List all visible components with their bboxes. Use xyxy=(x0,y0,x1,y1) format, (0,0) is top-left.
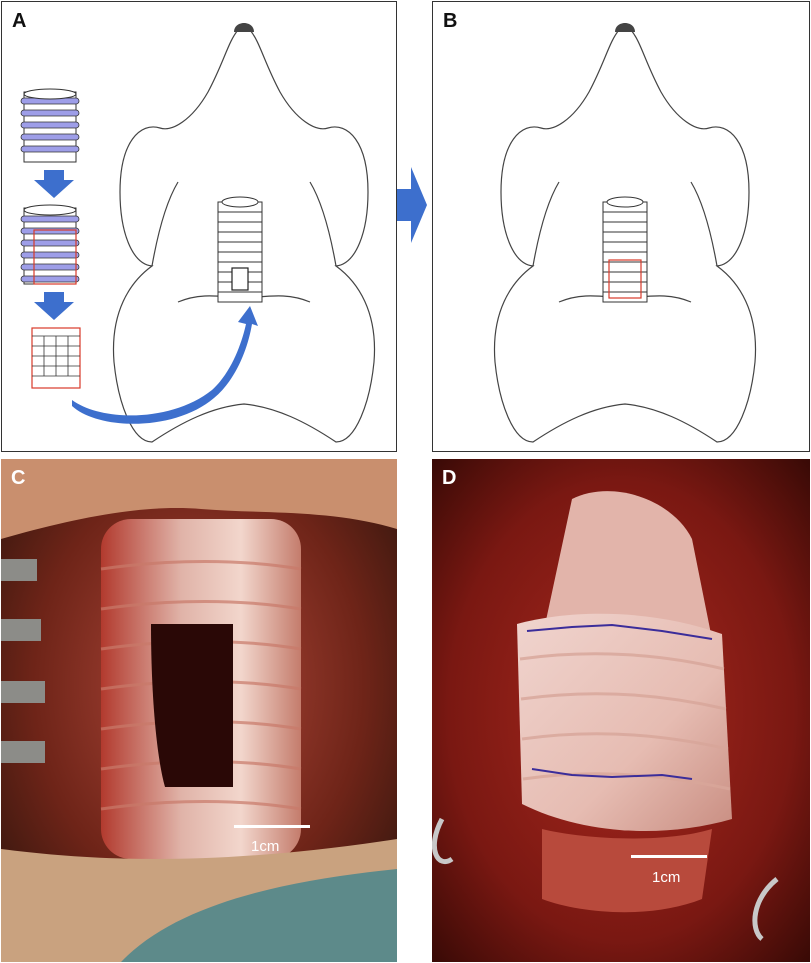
retractor-hook-icon xyxy=(432,817,454,864)
down-arrow-icon xyxy=(34,170,74,198)
scale-bar-label: 1cm xyxy=(251,838,280,855)
surgical-photo-d xyxy=(432,459,810,962)
surgical-photo-c xyxy=(1,459,397,962)
trachea-segment-icon xyxy=(20,88,80,163)
panel-c-photo: C 1cm xyxy=(1,459,397,962)
panel-a-diagram xyxy=(20,23,376,443)
suture-line xyxy=(526,623,713,780)
down-arrow-icon xyxy=(34,292,74,320)
tracheal-window xyxy=(151,624,233,787)
nose-icon xyxy=(234,23,254,32)
nose-icon xyxy=(615,23,635,32)
trachea-icon xyxy=(217,196,263,303)
trachea-icon xyxy=(602,196,648,303)
panel-a: A xyxy=(1,1,397,452)
panel-b-label: B xyxy=(443,10,458,32)
graft-segment-icon xyxy=(31,327,81,389)
panel-d-label: D xyxy=(442,467,457,489)
panel-d-photo: D 1cm xyxy=(432,459,810,962)
scale-bar-label: 1cm xyxy=(652,869,681,886)
panel-a-label: A xyxy=(12,10,27,32)
trachea-segment-icon xyxy=(20,204,80,285)
graft-patch xyxy=(517,613,732,831)
retractor-hook-icon xyxy=(752,877,779,941)
right-arrow-icon xyxy=(397,167,427,243)
panel-c-label: C xyxy=(11,467,26,489)
retractor-icon xyxy=(1,559,45,763)
scale-bar xyxy=(631,855,707,858)
panel-b-diagram xyxy=(493,23,757,443)
scale-bar xyxy=(234,825,310,828)
dog-outline-icon xyxy=(112,29,376,443)
panel-b: B xyxy=(432,1,810,452)
surgical-drape xyxy=(121,869,397,962)
curved-arrow-icon xyxy=(72,306,258,424)
